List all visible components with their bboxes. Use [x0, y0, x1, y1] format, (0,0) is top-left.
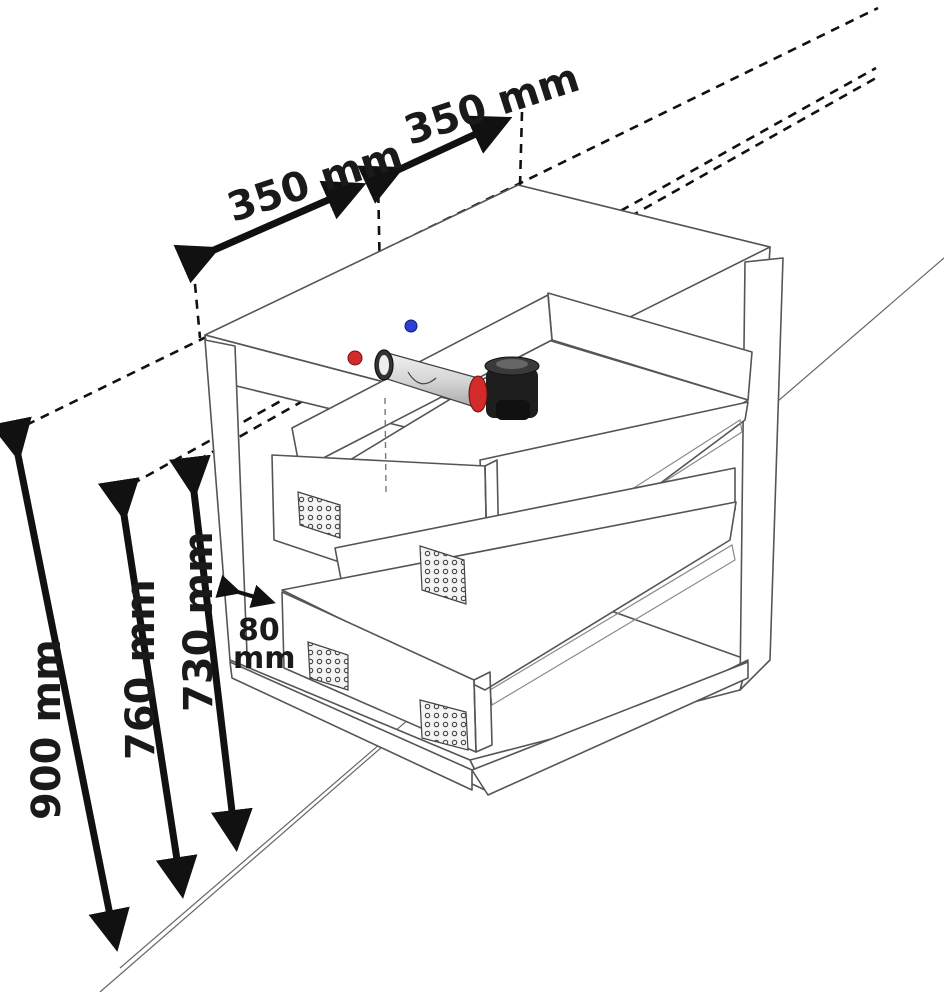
width-right-arrow: [357, 115, 513, 204]
plumbing: [347, 319, 540, 420]
depth-80-arrow: [215, 574, 276, 608]
height-760-label: 760 mm: [118, 579, 164, 760]
siphon-icon: [468, 356, 540, 420]
height-900-label: 900 mm: [24, 639, 70, 820]
width-right-label: 350 mm: [399, 55, 585, 155]
height-730-arrow: [169, 454, 253, 852]
width-left-arrow: [173, 180, 367, 284]
drain-pipe: [374, 349, 479, 409]
depth-unit-label: mm: [233, 641, 296, 676]
hot-water-valve-icon: [347, 350, 363, 366]
bracket-lower-left: [307, 641, 349, 691]
drawer-brackets: [297, 491, 469, 751]
bracket-lower-right: [419, 699, 469, 751]
dimension-arrows: [0, 115, 513, 952]
height-730-label: 730 mm: [176, 531, 222, 712]
width-left-label: 350 mm: [222, 132, 408, 232]
depth-value-label: 80: [238, 613, 280, 648]
cold-water-valve-icon: [404, 319, 418, 333]
bracket-upper-left: [297, 491, 341, 539]
bracket-upper-right: [419, 545, 467, 605]
